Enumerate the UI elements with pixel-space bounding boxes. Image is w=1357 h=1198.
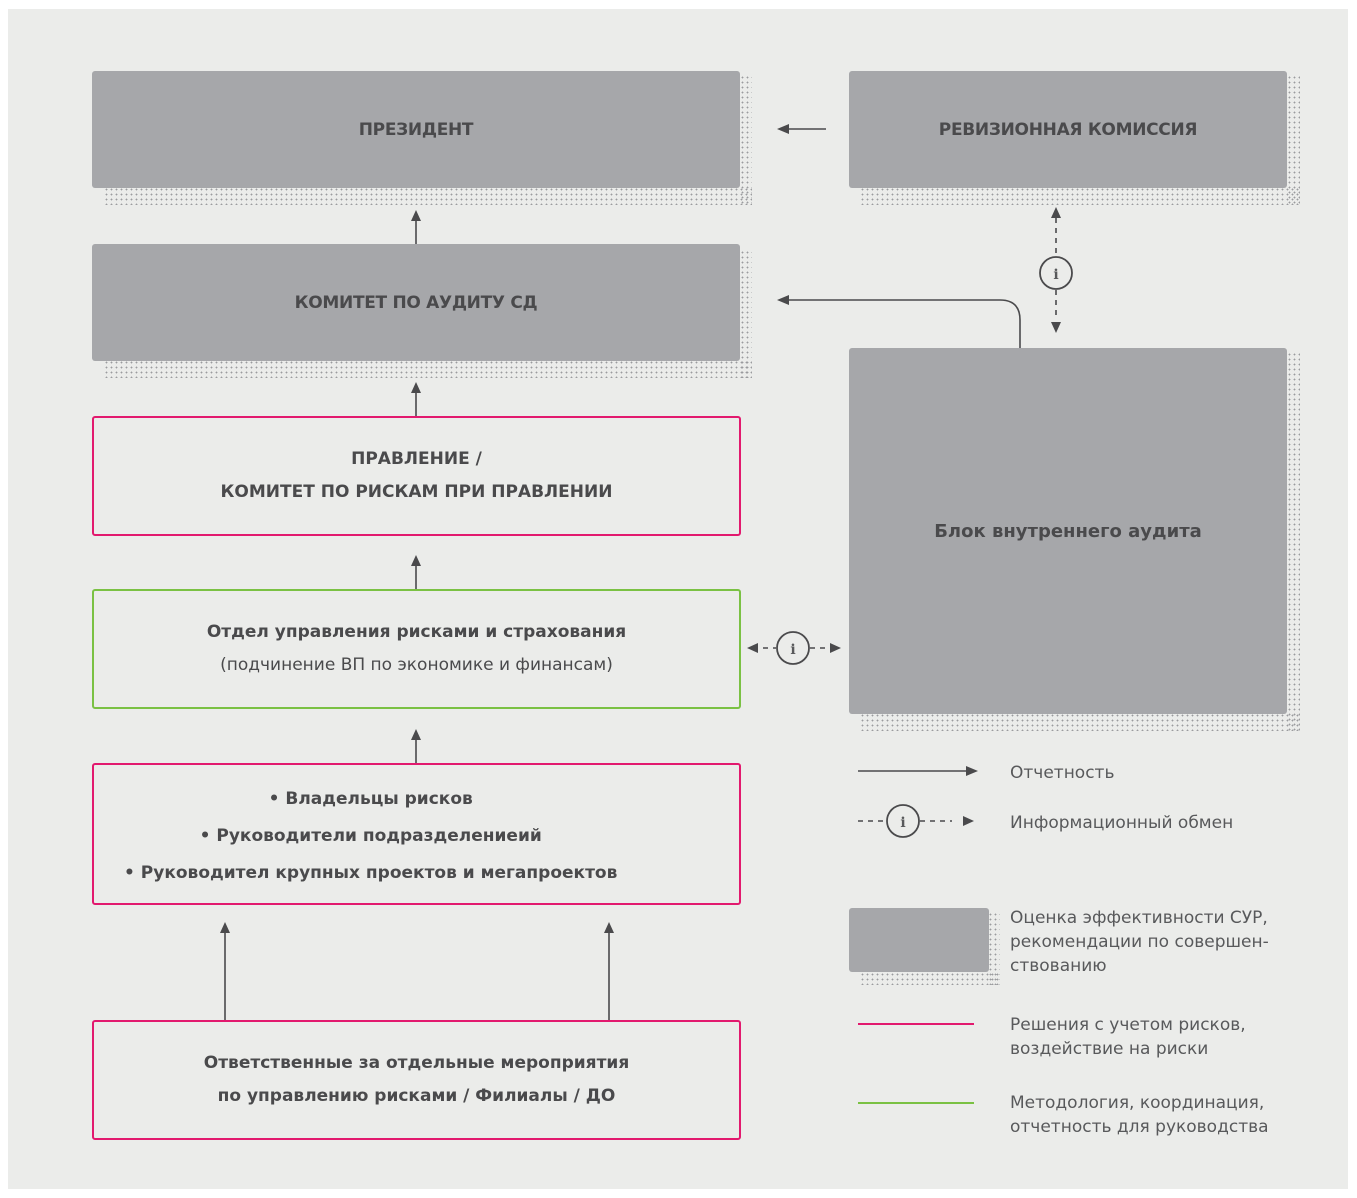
legend-box-shadow-side [988,912,1000,985]
board-label-line1: ПРАВЛЕНИЕ / [351,449,482,469]
list-item: Руководители подразделениеий [124,818,617,855]
responsible-box: Ответственные за отдельные мероприятия п… [92,1020,741,1140]
info-circle-icon: i [790,642,795,658]
responsible-label-line1: Ответственные за отдельные мероприятия [203,1053,630,1073]
responsible-label-line2: по управлению рисками / Филиалы / ДО [217,1086,616,1106]
revision-commission-box: РЕВИЗИОННАЯ КОМИССИЯ [849,71,1287,188]
risk-department-subtitle: (подчинение ВП по экономике и финансам) [220,655,613,675]
legend-assessment-line: рекомендации по совершен- [1010,932,1269,952]
arrow-audit-block-to-committee [789,299,1021,348]
legend-decisions-line: воздействие на риски [1010,1039,1209,1059]
risk-owners-box: Владельцы рисков Руководители подразделе… [92,763,741,905]
audit-committee-shadow-side [740,250,752,378]
info-circle-icon: i [900,815,905,831]
legend-assessment-line: Оценка эффективности СУР, [1010,908,1268,928]
president-label: ПРЕЗИДЕНТ [358,119,474,140]
risk-department-title: Отдел управления рисками и страхования [206,622,627,642]
legend-info-exchange: Информационный обмен [1010,813,1234,833]
legend-box-shadow [860,972,1000,985]
internal-audit-label: Блок внутреннего аудита [934,520,1202,542]
president-shadow-side [740,75,752,205]
president-box: ПРЕЗИДЕНТ [92,71,740,188]
list-item: Владельцы рисков [124,781,617,818]
legend-reporting: Отчетность [1010,763,1115,783]
legend-methodology: Методология, координация, отчетность для… [1010,1091,1269,1139]
internal-audit-shadow [860,713,1300,731]
legend-assessment-line: ствованию [1010,956,1107,976]
info-circle-icon: i [1053,267,1058,283]
risk-owners-list: Владельцы рисков Руководители подразделе… [124,781,618,892]
legend-decisions: Решения с учетом рисков, воздействие на … [1010,1013,1246,1061]
revision-shadow [860,187,1300,205]
info-circle-icon [886,804,920,838]
revision-commission-label: РЕВИЗИОННАЯ КОМИССИЯ [938,119,1198,140]
legend-assessment: Оценка эффективности СУР, рекомендации п… [1010,906,1269,978]
legend-methodology-line: Методология, координация, [1010,1093,1265,1113]
legend-decisions-line: Решения с учетом рисков, [1010,1015,1246,1035]
info-circle-icon [1039,256,1073,290]
audit-committee-box: КОМИТЕТ ПО АУДИТУ СД [92,244,740,361]
board-box: ПРАВЛЕНИЕ / КОМИТЕТ ПО РИСКАМ ПРИ ПРАВЛЕ… [92,416,741,536]
audit-committee-shadow [104,360,752,378]
internal-audit-shadow-side [1287,352,1300,731]
legend-methodology-line: отчетность для руководства [1010,1117,1269,1137]
list-item: Руководител крупных проектов и мегапроек… [124,855,618,892]
president-shadow [104,187,752,205]
audit-committee-label: КОМИТЕТ ПО АУДИТУ СД [294,292,538,313]
info-circle-icon [776,631,810,665]
board-label-line2: КОМИТЕТ ПО РИСКАМ ПРИ ПРАВЛЕНИИ [220,482,613,502]
risk-department-box: Отдел управления рисками и страхования (… [92,589,741,709]
revision-shadow-side [1287,75,1300,205]
legend-assessment-swatch [849,908,989,972]
internal-audit-box: Блок внутреннего аудита [849,348,1287,714]
